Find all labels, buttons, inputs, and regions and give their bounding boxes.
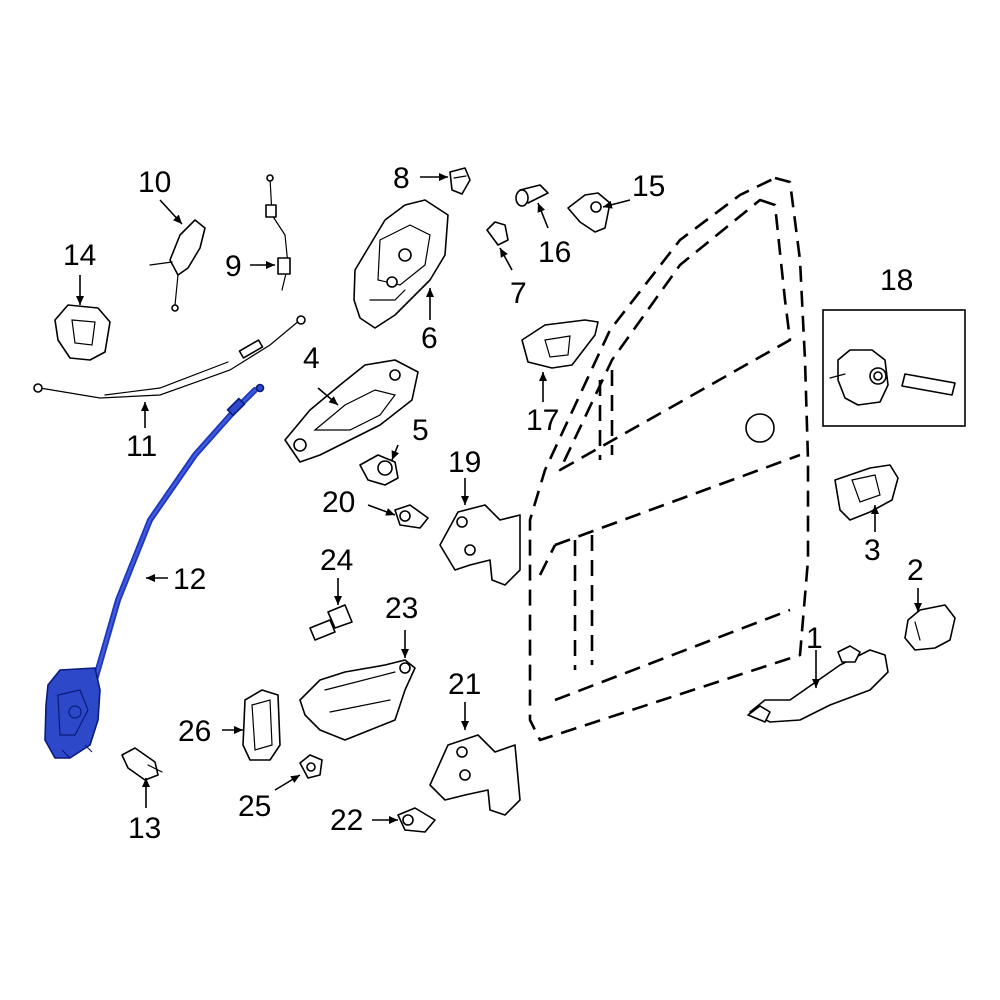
lock-cylinder-kit-part-18[interactable]: [822, 309, 966, 427]
rod-part-9[interactable]: [265, 174, 291, 291]
door-check-part-23[interactable]: [299, 659, 416, 741]
handle-frame-part-4[interactable]: [284, 359, 419, 463]
screw-part-8[interactable]: [449, 167, 471, 195]
bolt-part-20[interactable]: [394, 504, 429, 529]
screw-part-16[interactable]: [515, 184, 549, 207]
label-7: 7: [510, 277, 527, 310]
nut-part-25[interactable]: [299, 754, 323, 779]
label-22: 22: [330, 804, 363, 837]
label-6: 6: [421, 322, 438, 355]
interior-handle-part-3[interactable]: [834, 464, 899, 521]
handle-cap-part-2[interactable]: [904, 604, 956, 651]
bracket-part-14[interactable]: [54, 304, 111, 361]
label-16: 16: [538, 236, 571, 269]
label-8: 8: [393, 162, 410, 195]
door-mirror-mount: [745, 413, 775, 443]
label-3: 3: [864, 534, 881, 567]
handle-bracket-part-17[interactable]: [521, 319, 599, 369]
label-13: 13: [128, 812, 161, 845]
label-10: 10: [138, 166, 171, 199]
cable-part-11[interactable]: [33, 315, 306, 399]
label-25: 25: [238, 790, 271, 823]
label-4: 4: [303, 342, 320, 375]
door-outline: [528, 176, 810, 742]
label-24: 24: [320, 544, 353, 577]
label-12: 12: [173, 563, 206, 596]
hinge-part-21[interactable]: [429, 734, 521, 816]
striker-part-15[interactable]: [567, 192, 611, 233]
label-5: 5: [412, 414, 429, 447]
outside-handle-part-1[interactable]: [747, 645, 889, 723]
label-9: 9: [225, 250, 242, 283]
trim-cap-part-26[interactable]: [242, 689, 281, 761]
label-18: 18: [880, 264, 913, 297]
plug-part-7[interactable]: [486, 221, 509, 246]
label-20: 20: [322, 486, 355, 519]
latch-assembly-part-6[interactable]: [353, 199, 449, 329]
label-17: 17: [526, 404, 559, 437]
bolt-part-22[interactable]: [397, 807, 436, 833]
label-23: 23: [385, 592, 418, 625]
cable-clip-part-10[interactable]: [149, 219, 206, 312]
label-14: 14: [63, 239, 96, 272]
bolt-part-13[interactable]: [121, 747, 163, 781]
leader-arrows: [76, 173, 922, 824]
label-2: 2: [907, 554, 924, 587]
cable-part-12-highlighted[interactable]: [92, 383, 265, 683]
bolt-part-5[interactable]: [359, 454, 399, 486]
label-15: 15: [632, 170, 665, 203]
label-26: 26: [178, 715, 211, 748]
label-1: 1: [806, 622, 823, 655]
label-11: 11: [126, 430, 157, 463]
label-21: 21: [448, 668, 481, 701]
lock-actuator-highlighted[interactable]: [44, 667, 101, 759]
bolt-part-24[interactable]: [309, 604, 353, 641]
hinge-part-19[interactable]: [439, 504, 521, 586]
label-19: 19: [448, 446, 481, 479]
